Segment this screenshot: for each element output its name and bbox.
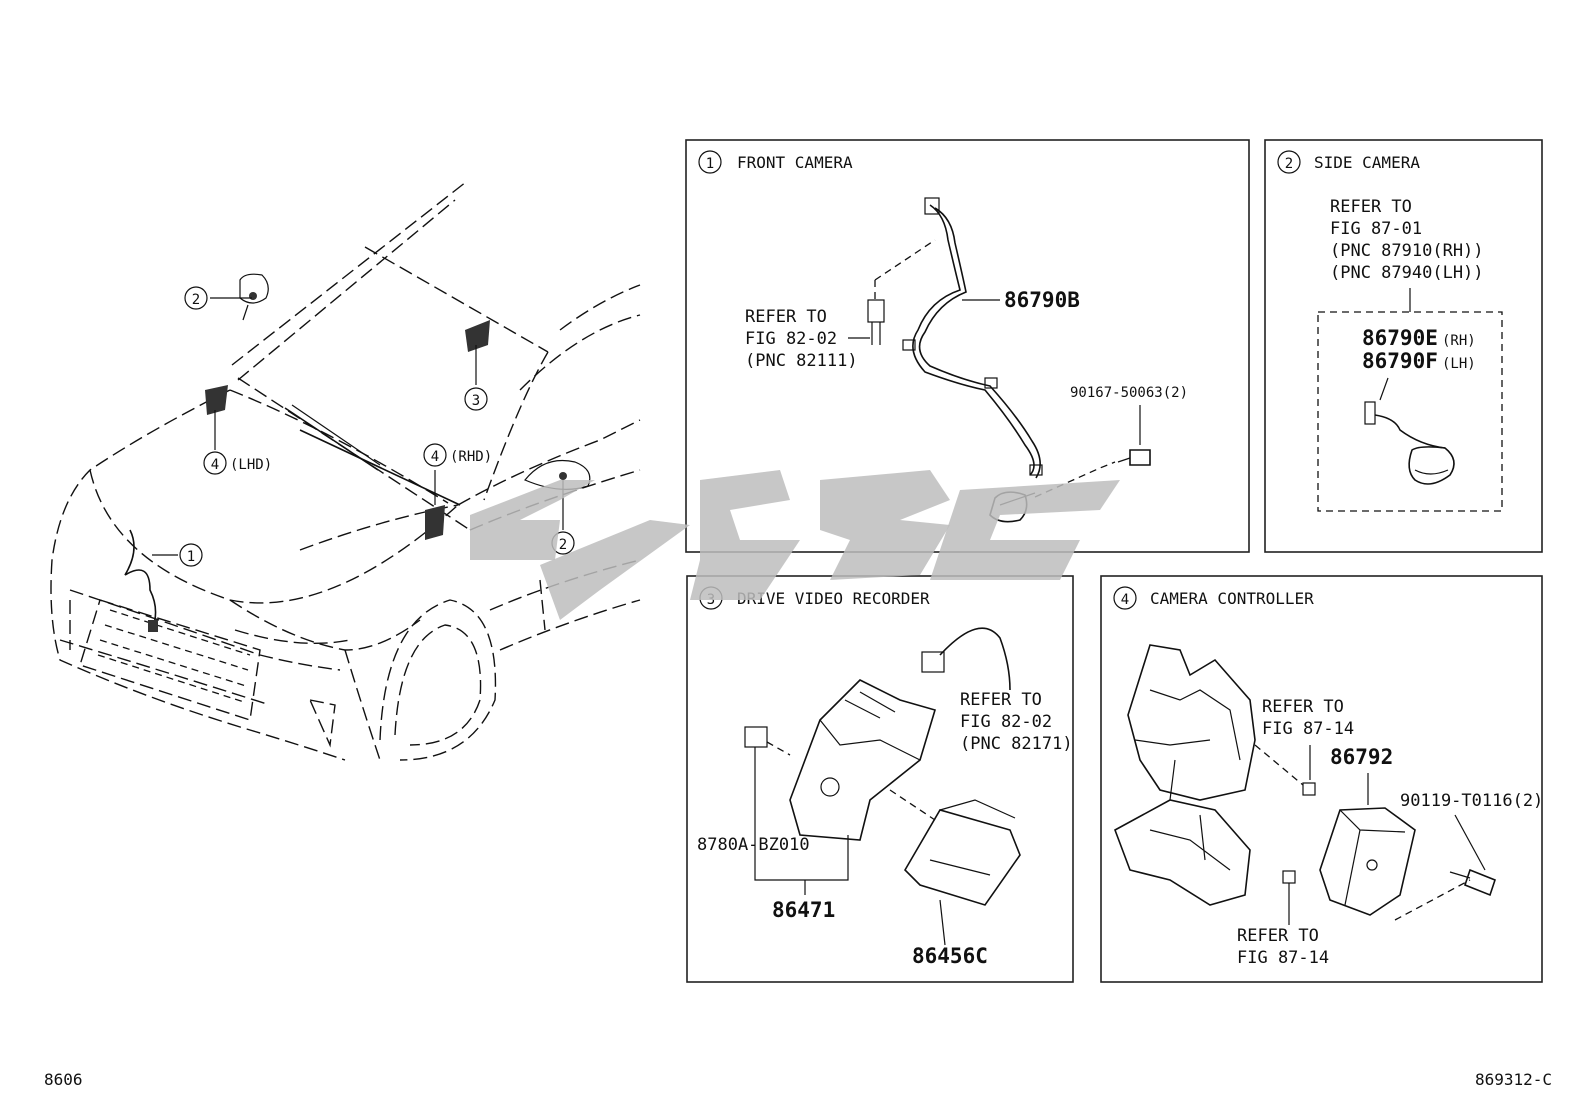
recorder-refer-3: (PNC 82171) (960, 734, 1073, 754)
front-camera-refer-1: REFER TO (745, 307, 827, 327)
panel-camera-controller: 4 CAMERA CONTROLLER REFER TO FIG 87-14 8… (1100, 575, 1543, 983)
controller-part: 86792 (1330, 745, 1393, 769)
side-camera-part-rh: 86790E (1362, 326, 1438, 350)
callout-2-left: 2 (184, 286, 208, 310)
svg-text:4: 4 (1121, 592, 1129, 608)
svg-text:(LH): (LH) (1442, 356, 1476, 372)
controller-refer-bottom-1: REFER TO (1237, 926, 1319, 946)
svg-text:(RH): (RH) (1442, 333, 1476, 349)
recorder-refer-1: REFER TO (960, 690, 1042, 710)
front-camera-refer-3: (PNC 82111) (745, 351, 858, 371)
recorder-title: DRIVE VIDEO RECORDER (737, 589, 930, 608)
svg-text:(LHD): (LHD) (230, 457, 272, 473)
panel-side-camera: 2 SIDE CAMERA REFER TO FIG 87-01 (PNC 87… (1264, 139, 1543, 553)
watermark-logo (470, 470, 1120, 620)
callout-4-lhd: 4 (LHD) (203, 451, 272, 475)
callout-3: 3 (464, 387, 488, 411)
front-camera-part: 86790B (1004, 288, 1080, 312)
svg-text:2: 2 (559, 537, 567, 553)
vehicle-overview (50, 181, 641, 761)
callout-4-rhd: 4 (RHD) (423, 443, 492, 467)
controller-refer-top-1: REFER TO (1262, 697, 1344, 717)
svg-text:1: 1 (706, 156, 714, 172)
front-camera-refer-2: FIG 82-02 (745, 329, 837, 349)
svg-text:1: 1 (187, 549, 195, 565)
recorder-part-cover: 86456C (912, 944, 988, 968)
controller-bolt: 90119-T0116(2) (1400, 791, 1543, 811)
footer-left-code: 8606 (44, 1070, 83, 1089)
panel-front-camera: 1 FRONT CAMERA REFER TO FIG 82-02 (PNC 8… (685, 139, 1250, 553)
recorder-part-main: 86471 (772, 898, 835, 922)
svg-text:4: 4 (431, 449, 439, 465)
svg-text:4: 4 (211, 457, 219, 473)
controller-title: CAMERA CONTROLLER (1150, 589, 1314, 608)
controller-refer-top-2: FIG 87-14 (1262, 719, 1354, 739)
side-camera-refer-3: (PNC 87910(RH)) (1330, 241, 1484, 261)
side-camera-refer-1: REFER TO (1330, 197, 1412, 217)
callout-1: 1 (179, 543, 203, 567)
side-camera-part-lh: 86790F (1362, 349, 1438, 373)
side-camera-title: SIDE CAMERA (1314, 153, 1420, 172)
panel-drive-video-recorder: 3 DRIVE VIDEO RECORDER REFER TO FIG 82-0… (686, 575, 1074, 983)
controller-refer-bottom-2: FIG 87-14 (1237, 948, 1329, 968)
svg-text:2: 2 (1285, 156, 1293, 172)
footer-right-code: 869312-C (1475, 1070, 1553, 1089)
side-camera-refer-2: FIG 87-01 (1330, 219, 1422, 239)
svg-text:2: 2 (192, 292, 200, 308)
side-camera-refer-4: (PNC 87940(LH)) (1330, 263, 1484, 283)
recorder-label-part: 8780A-BZ010 (697, 835, 810, 855)
svg-text:3: 3 (472, 393, 480, 409)
front-camera-title: FRONT CAMERA (737, 153, 853, 172)
svg-text:(RHD): (RHD) (450, 449, 492, 465)
recorder-refer-2: FIG 82-02 (960, 712, 1052, 732)
front-camera-bolt: 90167-50063(2) (1070, 385, 1188, 401)
